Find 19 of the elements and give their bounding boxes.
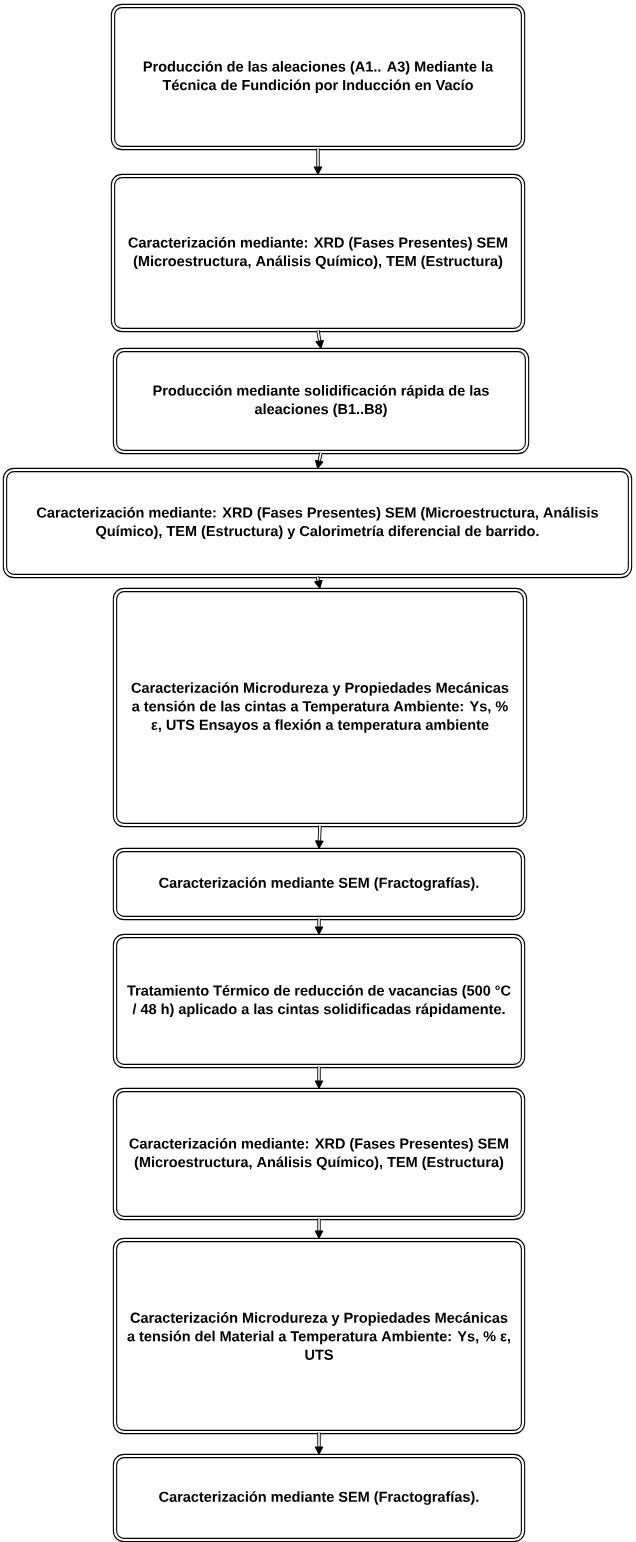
process-box: Caracterización mediante SEM (Fractografías). xyxy=(112,1453,526,1542)
arrow xyxy=(314,1217,324,1239)
process-box: Caracterización mediante SEM (Fractografías). xyxy=(112,847,526,921)
arrow xyxy=(314,1431,324,1455)
process-box: Caracterización mediante: XRD (Fases Presentes) SEM (Microestructura, Análisis Químico), TEM (Estructura) xyxy=(110,173,526,333)
process-box: Tratamiento Térmico de reducción de vacancias (500 °C / 48 h) aplicado a las cintas solidificadas rápidamente. xyxy=(112,933,526,1069)
arrow xyxy=(314,575,323,589)
arrow xyxy=(314,917,324,935)
arrow xyxy=(315,824,324,849)
arrow xyxy=(315,329,324,349)
arrow xyxy=(313,147,323,175)
process-box: Producción mediante solidificación rápida de las aleaciones (B1..B8) xyxy=(112,347,530,455)
arrow xyxy=(314,1065,324,1089)
arrow xyxy=(315,451,324,469)
process-box: Producción de las aleaciones (A1.. A3) Mediante la Técnica de Fundición por Inducción en Vacío xyxy=(110,3,526,151)
process-box: Caracterización mediante: XRD (Fases Presentes) SEM (Microestructura, Análisis Químico), TEM (Estructura) y Calorimetría diferencial de barrido. xyxy=(2,467,633,579)
process-box: Caracterización Microdureza y Propiedades Mecánicas a tensión de las cintas a Temperatura Ambiente: Ys, % ε, UTS Ensayos a flexión a temperatura ambiente xyxy=(112,587,528,828)
process-box: Caracterización mediante: XRD (Fases Presentes) SEM (Microestructura, Análisis Químico), TEM (Estructura) xyxy=(112,1087,526,1221)
process-box: Caracterización Microdureza y Propiedades Mecánicas a tensión del Material a Temperatura Ambiente: Ys, % ε, UTS xyxy=(112,1237,526,1435)
